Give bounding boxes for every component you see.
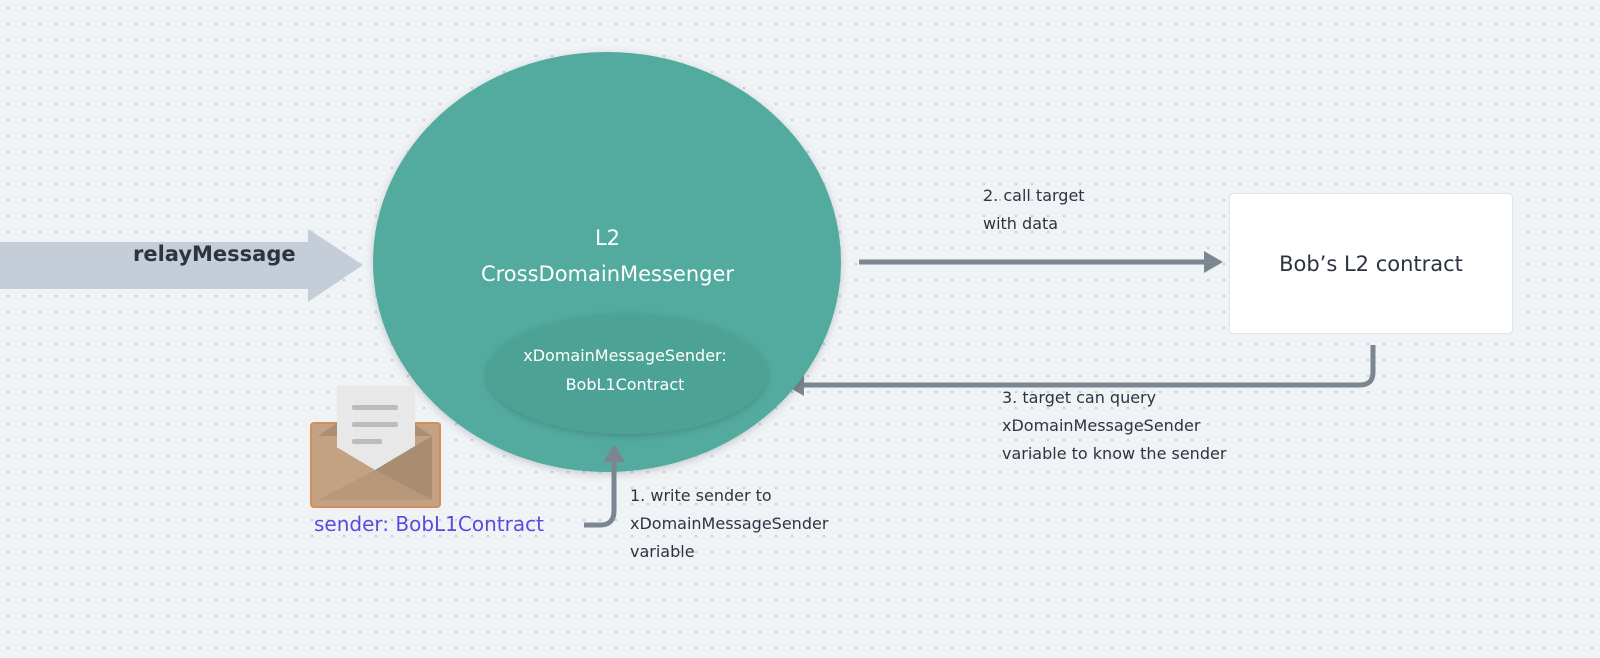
step1-label-line1: 1. write sender to — [630, 486, 772, 505]
bob-l2-contract-node: Bob’s L2 contract — [1229, 193, 1513, 334]
step3-label-line3: variable to know the sender — [1002, 444, 1227, 463]
call-target-connector — [859, 251, 1223, 273]
messenger-title-line1: L2 — [594, 226, 621, 250]
step2-label-line1: 2. call target — [983, 186, 1085, 205]
step3-label-line2: xDomainMessageSender — [1002, 416, 1201, 435]
relay-message-label: relayMessage — [133, 242, 296, 266]
bob-l2-contract-label: Bob’s L2 contract — [1279, 251, 1463, 276]
relay-message-arrow — [0, 229, 363, 302]
inner-sender-line1: xDomainMessageSender: — [523, 346, 727, 365]
xdomainmessagesender-node — [487, 314, 767, 434]
open-envelope-icon — [310, 386, 441, 508]
step1-label-line2: xDomainMessageSender — [630, 514, 829, 533]
messenger-title-line2: CrossDomainMessenger — [480, 262, 735, 286]
step3-label-line1: 3. target can query — [1002, 388, 1157, 407]
envelope-sender-label: sender: BobL1Contract — [314, 512, 544, 536]
inner-sender-line2: BobL1Contract — [565, 375, 685, 394]
step1-label-line3: variable — [630, 542, 695, 561]
step2-label-line2: with data — [983, 214, 1059, 233]
write-sender-connector — [584, 444, 625, 528]
